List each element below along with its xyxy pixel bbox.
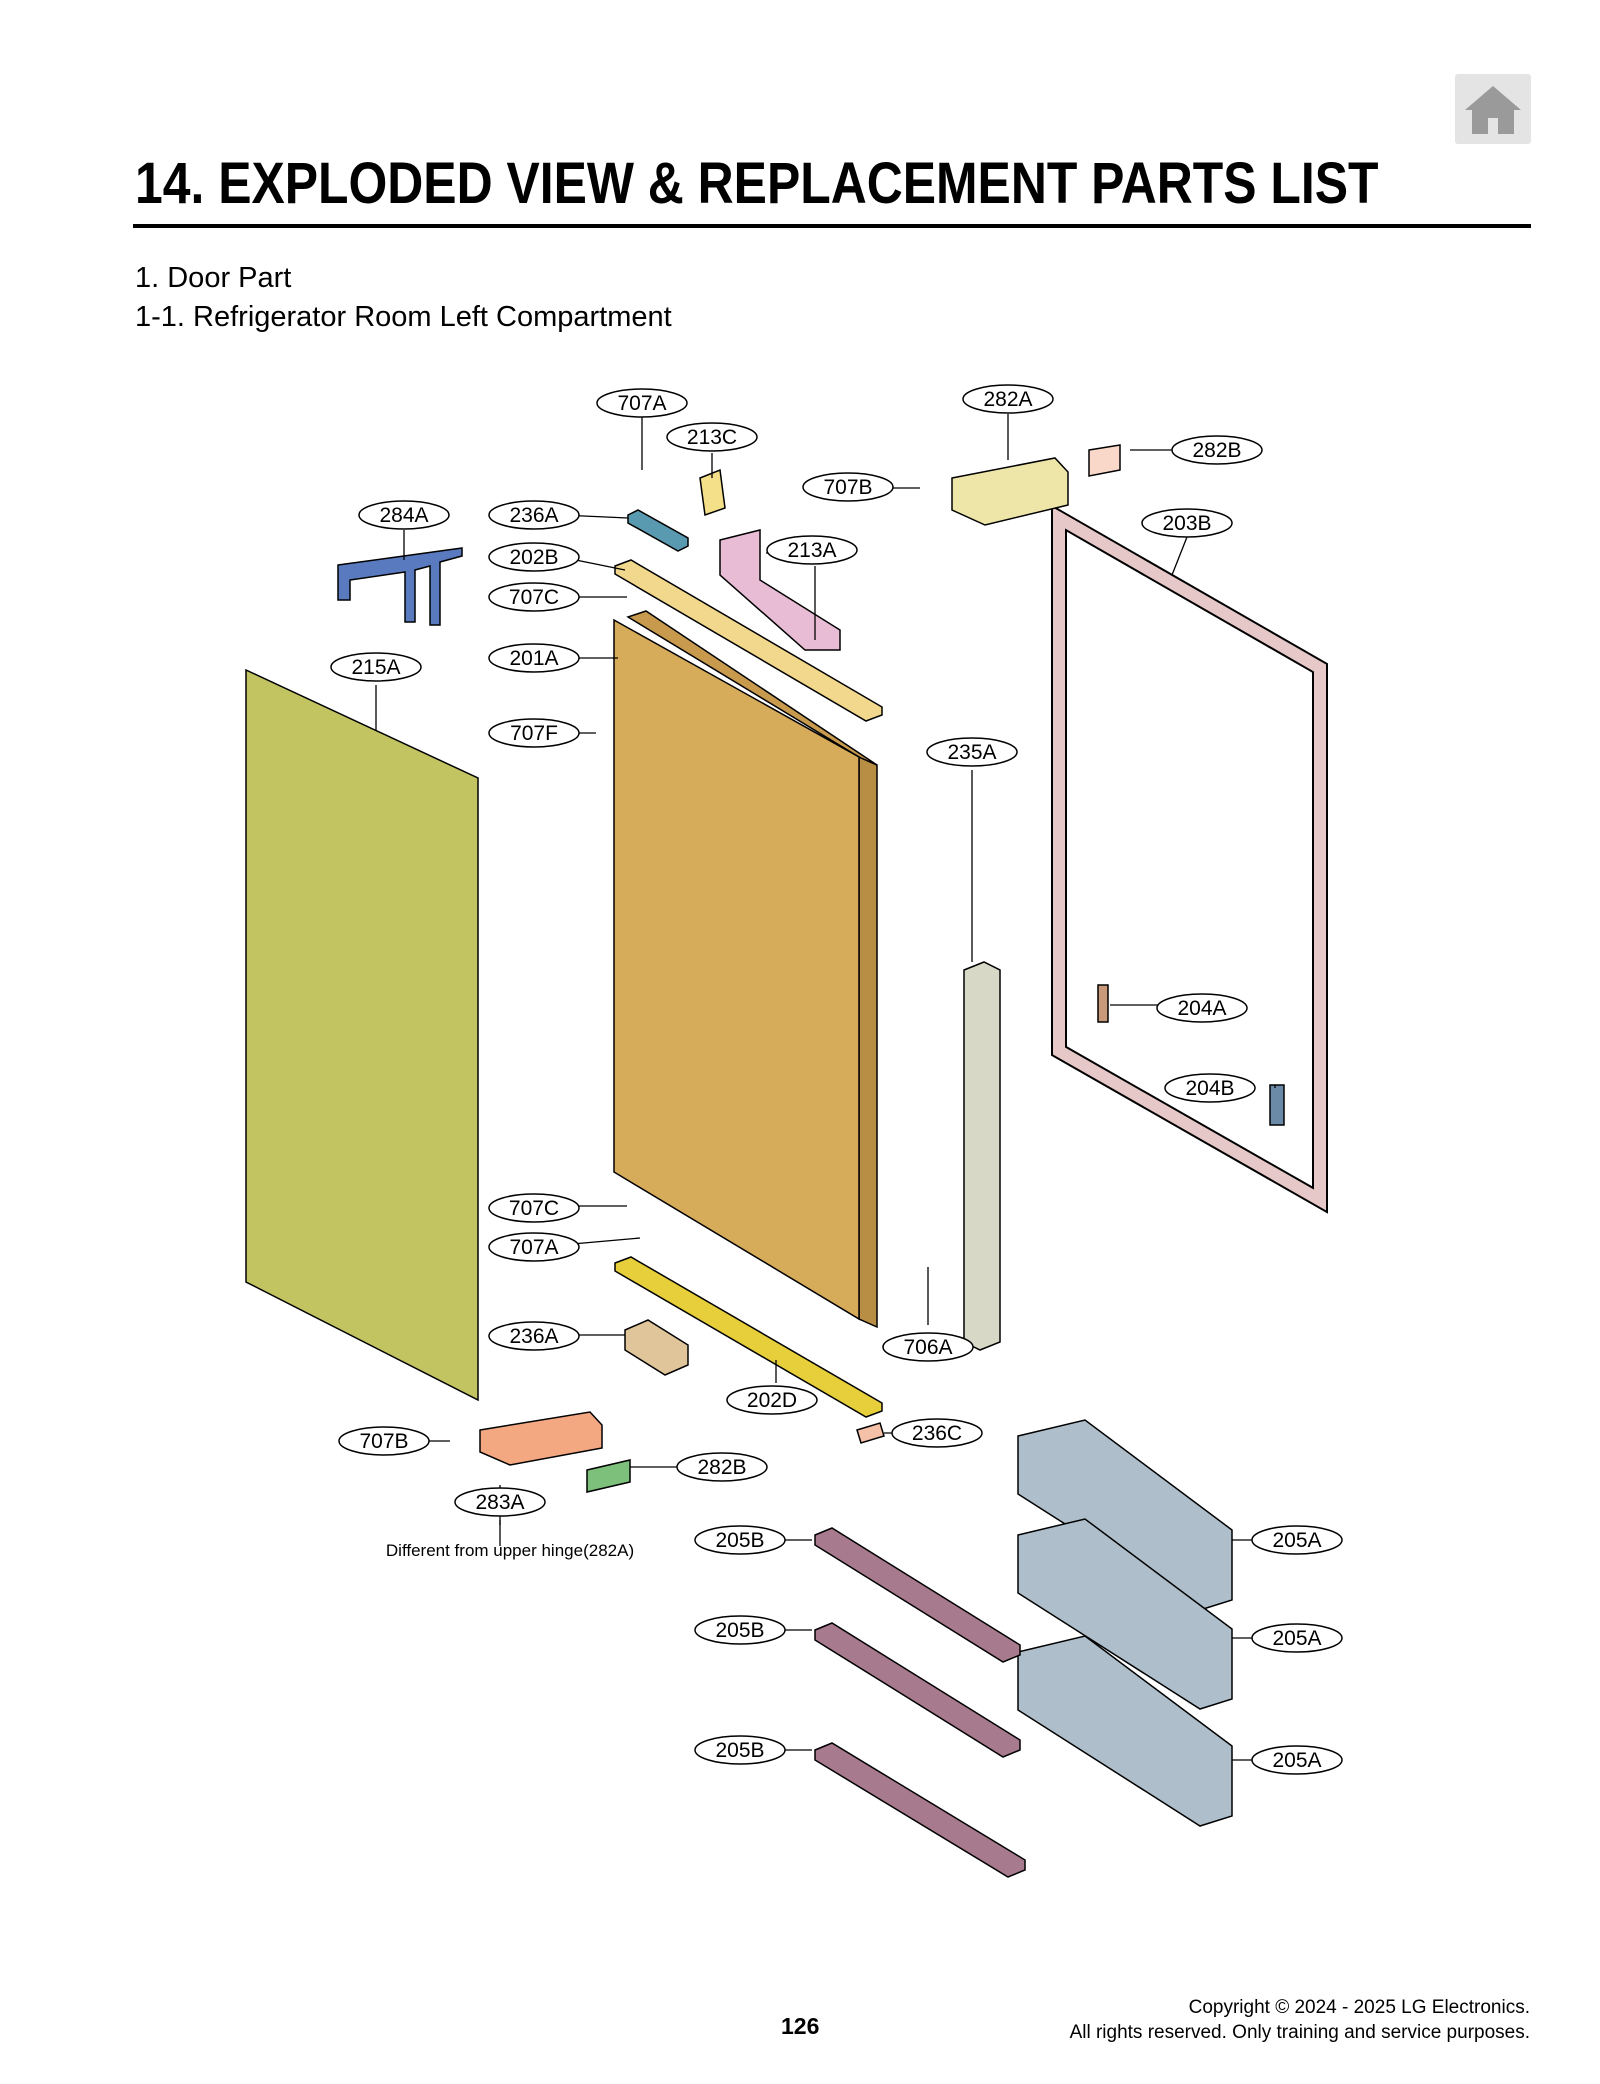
handle-bar-235A [963,961,1001,1351]
stopper-204A [1097,984,1109,1023]
callout-205A-2: 205A [1272,1627,1321,1650]
copyright-line-1: Copyright © 2024 - 2025 LG Electronics. [1188,1997,1530,2018]
copyright-line-2: All rights reserved. Only training and s… [1069,2022,1530,2043]
gasket-frame-203B [1051,504,1328,1214]
upper-hinge-282A [951,457,1069,526]
cover-236A-top [627,509,689,552]
door-bin-205A-2 [1017,1518,1233,1710]
door-bin-205A-1 [1017,1419,1233,1611]
bottom-cap-202D [614,1256,883,1418]
callout-205A-1: 205A [1272,1529,1321,1552]
bracket-213A [719,529,841,651]
door-body-side [858,755,878,1329]
home-icon [1465,86,1521,134]
callout-706A: 706A [903,1336,952,1359]
callout-202B: 202B [509,546,558,569]
front-panel-215A [245,668,479,1402]
callout-707B-top: 707B [823,476,872,499]
subsection-heading: 1-1. Refrigerator Room Left Compartment [135,301,672,333]
door-shelf-205B-2 [814,1622,1021,1758]
copyright: Copyright © 2024 - 2025 LG Electronics. … [1070,1995,1530,2045]
callout-205B-2: 205B [715,1619,764,1642]
cover-236A-bottom [624,1319,689,1376]
callout-282A: 282A [983,388,1032,411]
door-body-201A [613,618,860,1321]
top-cap-202B [614,559,883,722]
callout-707C-bottom: 707C [509,1197,559,1220]
callout-213C: 213C [687,426,737,449]
callout-707C-top: 707C [509,586,559,609]
title-divider [133,224,1531,228]
home-button[interactable] [1455,74,1531,144]
hinge-note: Different from upper hinge(282A) [386,1541,634,1560]
door-shelf-205B-3 [814,1742,1026,1878]
bracket-213C [699,468,726,517]
hinge-cover-284A [337,547,463,626]
callout-707B-bottom: 707B [359,1430,408,1453]
section-heading: 1. Door Part [135,262,292,294]
page-title: 14. EXPLODED VIEW & REPLACEMENT PARTS LI… [135,151,1379,216]
callout-236C: 236C [912,1422,962,1445]
callout-236A-top: 236A [509,504,558,527]
callout-236A-bottom: 236A [509,1325,558,1348]
door-shelf-205B-1 [814,1527,1021,1663]
lower-hinge-283A [479,1411,603,1466]
callout-204B: 204B [1185,1077,1234,1100]
callout-282B-top: 282B [1192,439,1241,462]
stopper-204B [1269,1084,1285,1126]
page-number: 126 [781,2013,820,2039]
callout-282B-bottom: 282B [697,1456,746,1479]
callout-203B: 203B [1162,512,1211,535]
callout-205B-1: 205B [715,1529,764,1552]
callout-205B-3: 205B [715,1739,764,1762]
callout-707A-top: 707A [617,392,666,415]
callout-201A: 201A [509,647,558,670]
callout-283A: 283A [475,1491,524,1514]
callout-235A: 235A [947,741,996,764]
callout-284A: 284A [379,504,428,527]
part-236C [856,1422,885,1444]
callout-205A-3: 205A [1272,1749,1321,1772]
pad-282B-bottom [586,1459,631,1493]
callout-215A: 215A [351,656,400,679]
door-body-top [626,610,878,766]
callout-204A: 204A [1177,997,1226,1020]
callout-707A-bottom: 707A [509,1236,558,1259]
callout-707F: 707F [510,722,558,745]
pad-282B-top [1088,444,1121,477]
callout-202D: 202D [747,1389,797,1412]
callout-213A: 213A [787,539,836,562]
door-bin-205A-3 [1017,1635,1233,1827]
